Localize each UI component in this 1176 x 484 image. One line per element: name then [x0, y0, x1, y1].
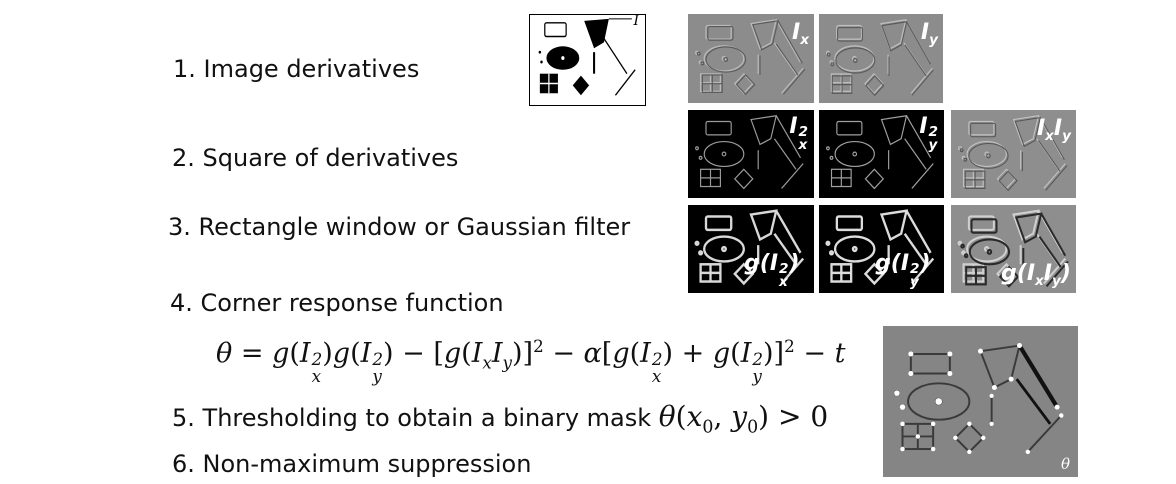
ixiy-label: IxIy	[1036, 116, 1071, 144]
step-1-label: 1. Image derivatives	[173, 55, 420, 83]
iy-panel: Iy	[819, 14, 943, 103]
ix-label: Ix	[792, 20, 809, 48]
step-3-label: 3. Rectangle window or Gaussian filter	[168, 213, 631, 241]
input-image-panel: I	[529, 14, 646, 106]
ixiy-panel: IxIy	[951, 110, 1076, 198]
theta-label: θ	[1060, 455, 1070, 473]
threshold-expression: θ(x0, y0) > 0	[658, 400, 829, 438]
step-5-text: 5. Thresholding to obtain a binary mask	[172, 404, 652, 432]
theta-panel: θ	[883, 326, 1078, 477]
step-5-label: 5. Thresholding to obtain a binary mask …	[172, 400, 828, 438]
iy-label: Iy	[920, 20, 938, 48]
ix-panel: Ix	[688, 14, 814, 103]
step-6-label: 6. Non-maximum suppression	[172, 450, 532, 478]
gixiy-panel: g(IxIy)	[951, 205, 1076, 293]
input-image	[538, 18, 636, 96]
input-image-label: I	[633, 14, 639, 29]
gixiy-label: g(IxIy)	[1001, 261, 1071, 289]
theta-image	[893, 343, 1064, 455]
step-4-label: 4. Corner response function	[170, 289, 504, 317]
step-2-label: 2. Square of derivatives	[172, 144, 459, 172]
